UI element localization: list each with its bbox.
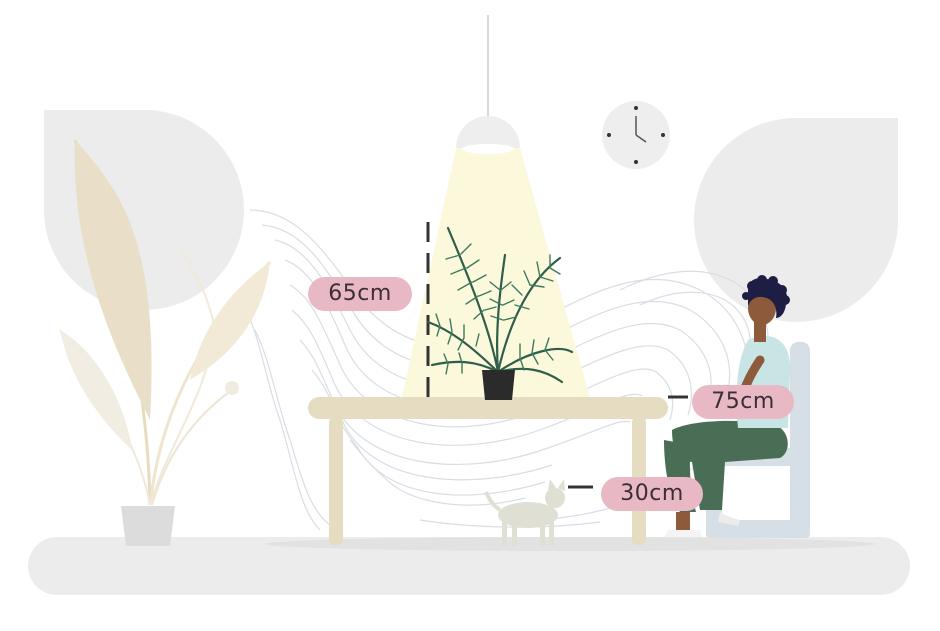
floor <box>28 537 910 595</box>
measure-label-65cm: 65cm <box>308 277 412 311</box>
table <box>308 397 668 545</box>
pendant-lamp-icon <box>402 15 590 398</box>
measure-label-30cm: 30cm <box>601 477 703 511</box>
potted-palm-icon <box>426 226 574 400</box>
decor-plant-left <box>59 139 272 546</box>
floor-shadow <box>265 537 875 551</box>
right-backdrop-leaf <box>694 117 898 322</box>
wall-clock-icon <box>602 101 670 169</box>
cat-icon <box>484 479 565 546</box>
measure-label-75cm: 75cm <box>692 385 794 419</box>
